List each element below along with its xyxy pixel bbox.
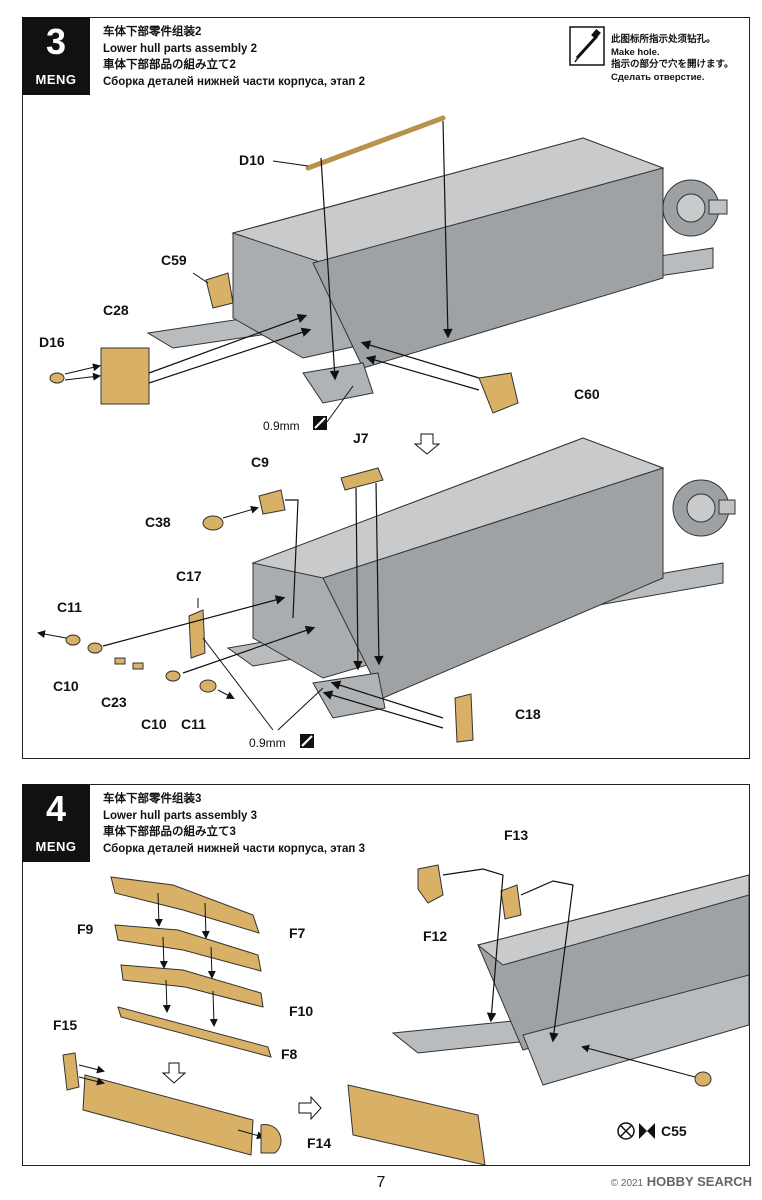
step-number: 3 [45, 21, 67, 62]
title-cn: 车体下部零件组装2 [103, 26, 202, 38]
note-cn: 此图标所指示处须钻孔。 [611, 34, 716, 45]
title-ru: Сборка деталей нижней части корпуса, эта… [103, 75, 365, 88]
lower-hull-rear [391, 874, 749, 1086]
label-f7: F7 [289, 925, 306, 941]
label-c18: C18 [515, 706, 541, 722]
step-3-panel: 3 MENG 车体下部零件组装2 Lower hull parts assemb… [22, 17, 750, 759]
brand-logo: MENG [35, 839, 77, 854]
part-c10-b [165, 670, 181, 682]
watermark-main: HOBBY SEARCH [646, 1174, 752, 1189]
watermark: © 2021 HOBBY SEARCH [611, 1174, 752, 1189]
bow-tie-icon [639, 1123, 655, 1139]
part-d16 [49, 372, 65, 384]
step-4-badge: 4 MENG [22, 784, 90, 862]
part-c38 [202, 515, 224, 531]
label-f12: F12 [423, 928, 448, 944]
part-c18 [454, 693, 474, 743]
note-ru: Сделать отверстие. [611, 71, 705, 83]
part-muffler [347, 1084, 486, 1165]
part-f8 [117, 1006, 272, 1058]
sequence-arrow [413, 433, 441, 455]
part-c59 [205, 272, 234, 309]
label-drill-b: 0.9mm [249, 736, 286, 750]
title-cn: 车体下部零件组装3 [103, 793, 202, 805]
label-d16: D16 [39, 334, 65, 350]
label-c59: C59 [161, 252, 187, 268]
part-f13 [500, 884, 522, 920]
step-4-panel: 4 MENG 车体下部零件组装3 Lower hull parts assemb… [22, 784, 750, 1166]
title-jp: 車体下部部品の組み立て3 [103, 826, 236, 838]
sequence-arrow [161, 1062, 187, 1084]
label-j7: J7 [353, 430, 369, 446]
part-c9 [258, 489, 286, 515]
drill-note: 此图标所指示处须钻孔。 Make hole. 指示の部分で穴を開けます。 Сде… [569, 26, 739, 83]
label-f15: F15 [53, 1017, 78, 1033]
step-4-illustration [62, 864, 749, 1165]
title-ru: Сборка деталей нижней части корпуса, эта… [103, 842, 365, 855]
part-f12 [417, 864, 444, 904]
label-c9: C9 [251, 454, 269, 470]
label-c10-a: C10 [53, 678, 79, 694]
part-j7 [340, 467, 384, 491]
drill-icon [569, 26, 605, 66]
part-f15 [62, 1052, 80, 1091]
label-f14: F14 [307, 1135, 332, 1151]
watermark-sub: © 2021 [610, 1178, 644, 1189]
brand-logo: MENG [35, 72, 77, 87]
label-f13: F13 [504, 827, 529, 843]
label-c17: C17 [176, 568, 202, 584]
part-f9 [114, 924, 262, 972]
sequence-arrow-right [298, 1095, 322, 1121]
label-f10: F10 [289, 1003, 314, 1019]
part-c23-a [114, 657, 126, 665]
lower-hull-lower [226, 437, 736, 719]
step-3-illustration [37, 115, 736, 748]
label-c28: C28 [103, 302, 129, 318]
part-c11-a [65, 634, 81, 646]
label-c11-b: C11 [181, 716, 206, 732]
label-f8: F8 [281, 1046, 298, 1062]
page-number: 7 [376, 1174, 386, 1191]
title-jp: 車体下部部品の組み立て2 [103, 59, 236, 71]
label-c23: C23 [101, 694, 127, 710]
part-f15-grill [82, 1074, 254, 1156]
label-c38: C38 [145, 514, 171, 530]
part-c28 [100, 347, 150, 405]
part-d10-rod [305, 115, 446, 171]
lower-hull-upper [146, 137, 728, 404]
part-f14 [260, 1124, 282, 1154]
label-drill-a: 0.9mm [263, 419, 300, 433]
note-jp: 指示の部分で穴を開けます。 [611, 59, 734, 70]
step-3-badge: 3 MENG [22, 17, 90, 95]
step-number: 4 [45, 788, 67, 829]
title-en: Lower hull parts assembly 2 [103, 42, 258, 55]
label-f9: F9 [77, 921, 94, 937]
label-c55: C55 [661, 1123, 687, 1139]
part-f10 [120, 964, 264, 1008]
part-c55 [694, 1071, 712, 1087]
part-c23-b [132, 662, 144, 670]
part-c60 [478, 372, 519, 414]
part-f7 [110, 876, 260, 934]
label-c60: C60 [574, 386, 600, 402]
title-en: Lower hull parts assembly 3 [103, 809, 258, 822]
step-3-titles: 车体下部零件组装2 Lower hull parts assembly 2 車体… [103, 24, 365, 90]
step-4-titles: 车体下部零件组装3 Lower hull parts assembly 3 車体… [103, 791, 365, 857]
part-c17 [188, 609, 206, 659]
part-c11-b [199, 679, 217, 693]
label-d10: D10 [239, 152, 265, 168]
part-c10-a [87, 642, 103, 654]
label-c10-b: C10 [141, 716, 167, 732]
note-en: Make hole. [611, 46, 660, 58]
label-c11-a: C11 [57, 599, 82, 615]
